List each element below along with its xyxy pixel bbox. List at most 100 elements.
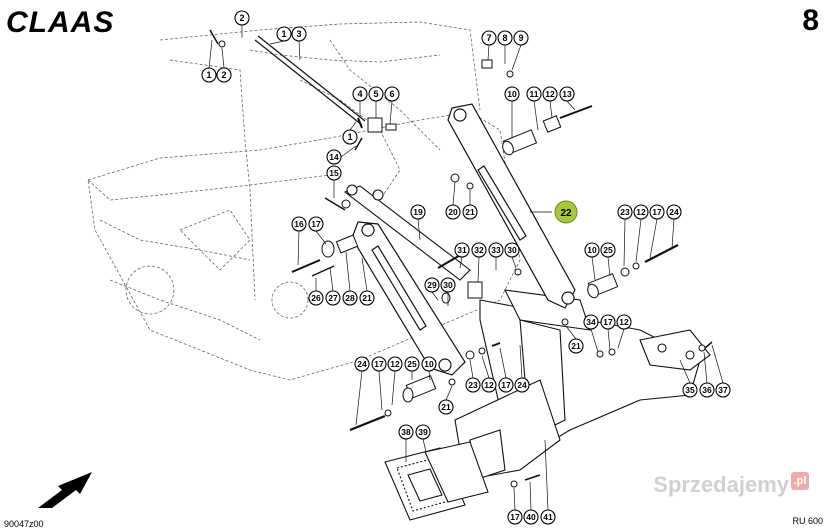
callout-c-21d-circle <box>438 399 454 415</box>
callout-c-17c-label: 17 <box>603 317 613 327</box>
callout-c-10b-circle <box>584 242 600 258</box>
callout-c-24a: 24 <box>666 204 682 220</box>
callout-c-25b-circle <box>404 356 420 372</box>
callout-c-17e-circle <box>498 377 514 393</box>
callout-c-23a: 23 <box>617 204 633 220</box>
brand-logo: CLAAS <box>6 6 115 39</box>
callout-c-17e: 17 <box>498 377 514 393</box>
callout-c-41-label: 41 <box>543 512 553 522</box>
callout-c-27-circle <box>325 290 341 306</box>
callout-c-27: 27 <box>325 290 341 306</box>
callout-c-4: 4 <box>352 86 368 102</box>
callout-c-3: 3 <box>291 26 307 42</box>
callout-c-15: 15 <box>326 165 342 181</box>
callout-c-16-circle <box>291 216 307 232</box>
callout-c-12a-label: 12 <box>545 89 555 99</box>
callout-c-12a: 12 <box>542 86 558 102</box>
callout-c-20-circle <box>445 204 461 220</box>
callout-c-3-label: 3 <box>296 29 301 39</box>
watermark-text: Sprzedajemy <box>653 472 789 497</box>
callout-c-14: 14 <box>326 149 342 165</box>
callout-c-12c: 12 <box>616 314 632 330</box>
callout-c-14-circle <box>326 149 342 165</box>
callout-c-30: 30 <box>504 242 520 258</box>
callout-c-6-label: 6 <box>389 89 394 99</box>
callout-c-37-circle <box>715 382 731 398</box>
callout-c-24a-circle <box>666 204 682 220</box>
callout-c-24b: 24 <box>354 356 370 372</box>
callout-c-2b: 2 <box>234 10 250 26</box>
callout-c-12d-label: 12 <box>390 359 400 369</box>
callout-c-25a-circle <box>600 242 616 258</box>
callout-c-21b-label: 21 <box>362 293 372 303</box>
callout-c-28: 28 <box>342 290 358 306</box>
callout-c-17f-label: 17 <box>510 512 520 522</box>
callout-c-6: 6 <box>384 86 400 102</box>
callout-c-21d-label: 21 <box>441 402 451 412</box>
leader-lines <box>208 25 724 511</box>
callout-c-38: 38 <box>398 424 414 440</box>
callout-c-12c-circle <box>616 314 632 330</box>
callout-c-39-circle <box>415 424 431 440</box>
callout-c-13-label: 13 <box>562 89 572 99</box>
callout-c-32-circle <box>471 242 487 258</box>
callout-c-7: 7 <box>481 30 497 46</box>
callout-c-20-label: 20 <box>448 207 458 217</box>
callout-c-12d-circle <box>387 356 403 372</box>
callout-c-21b-circle <box>359 290 375 306</box>
callout-c-28-circle <box>342 290 358 306</box>
callout-c-31-label: 31 <box>457 245 467 255</box>
callout-c-21a-circle <box>462 204 478 220</box>
callout-c-17d: 17 <box>371 356 387 372</box>
callout-c-23b: 23 <box>465 377 481 393</box>
callout-c-39-label: 39 <box>418 427 428 437</box>
callout-c-2a: 2 <box>216 67 232 83</box>
callout-c-17a-circle <box>308 216 324 232</box>
callout-c-13-circle <box>559 86 575 102</box>
callout-c-40-label: 40 <box>526 512 536 522</box>
callout-c-17c-circle <box>600 314 616 330</box>
callout-c-24c-label: 24 <box>517 380 527 390</box>
callout-c-29-circle <box>424 277 440 293</box>
callout-c-24a-label: 24 <box>669 207 679 217</box>
callout-c-12c-label: 12 <box>619 317 629 327</box>
callout-c-10a-label: 10 <box>507 89 517 99</box>
link-bar <box>343 184 471 281</box>
page-number: 8 <box>802 4 819 37</box>
callout-c-4-label: 4 <box>357 89 362 99</box>
callout-c-26-label: 26 <box>311 293 321 303</box>
callout-c-9: 9 <box>513 30 529 46</box>
callout-c-10a-circle <box>504 86 520 102</box>
callout-c-35-label: 35 <box>685 385 695 395</box>
callout-c-12d: 12 <box>387 356 403 372</box>
callout-c-30-label: 30 <box>507 245 517 255</box>
watermark: Sprzedajemy.pl <box>653 472 809 498</box>
callout-c-12e: 12 <box>481 377 497 393</box>
callout-c-17b: 17 <box>649 204 665 220</box>
callout-c-39: 39 <box>415 424 431 440</box>
callout-c-34: 34 <box>583 314 599 330</box>
callout-c-1c-label: 1 <box>347 132 352 142</box>
callout-c-10b: 10 <box>584 242 600 258</box>
series-code: RU 600 <box>792 516 823 526</box>
callout-c-34-circle <box>583 314 599 330</box>
callout-c-15-label: 15 <box>329 168 339 178</box>
callout-c-29: 29 <box>424 277 440 293</box>
callout-c-36-circle <box>699 382 715 398</box>
callout-c-3-circle <box>291 26 307 42</box>
callout-c-36: 36 <box>699 382 715 398</box>
callout-c-28-label: 28 <box>345 293 355 303</box>
callout-c-21a-label: 21 <box>465 207 475 217</box>
callout-c-30b: 30 <box>440 277 456 293</box>
callout-c-11: 11 <box>526 86 542 102</box>
callout-c-33-label: 33 <box>491 245 501 255</box>
direction-arrow-icon <box>38 472 92 508</box>
callout-c-12b-label: 12 <box>636 207 646 217</box>
callout-c-17a: 17 <box>308 216 324 232</box>
callout-c-30b-label: 30 <box>443 280 453 290</box>
callout-c-21c-circle <box>568 338 584 354</box>
callout-c-9-circle <box>513 30 529 46</box>
callout-c-23b-label: 23 <box>468 380 478 390</box>
callout-c-12a-circle <box>542 86 558 102</box>
callout-c-7-label: 7 <box>486 33 491 43</box>
